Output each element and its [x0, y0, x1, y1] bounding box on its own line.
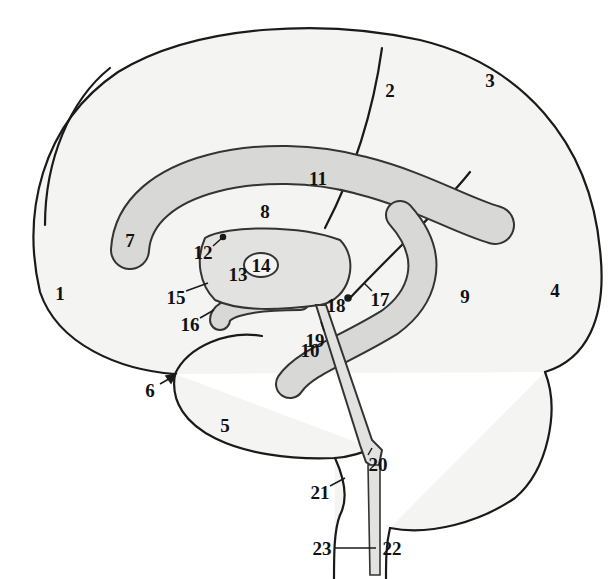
callout-number: 13	[229, 265, 248, 284]
callout-number: 19	[306, 331, 325, 350]
callout-number: 3	[485, 71, 495, 90]
callout-number: 17	[371, 290, 390, 309]
callout-number: 21	[311, 483, 330, 502]
callout-number: 4	[550, 281, 560, 300]
callout-number: 20	[369, 455, 388, 474]
callout-number: 23	[313, 539, 332, 558]
callout-number: 1	[55, 284, 65, 303]
callout-number: 22	[383, 539, 402, 558]
callout-number: 14	[252, 256, 271, 275]
callout-number: 16	[181, 315, 200, 334]
callout-number: 8	[260, 202, 270, 221]
callout-number: 7	[125, 231, 135, 250]
callout-number: 15	[167, 288, 186, 307]
callout-number: 6	[145, 381, 155, 400]
callout-number: 5	[220, 416, 230, 435]
callout-number: 12	[194, 243, 213, 262]
callout-number: 2	[385, 81, 395, 100]
callout-number: 18	[327, 296, 346, 315]
callout-number: 9	[460, 287, 470, 306]
callout-number: 11	[309, 169, 327, 188]
